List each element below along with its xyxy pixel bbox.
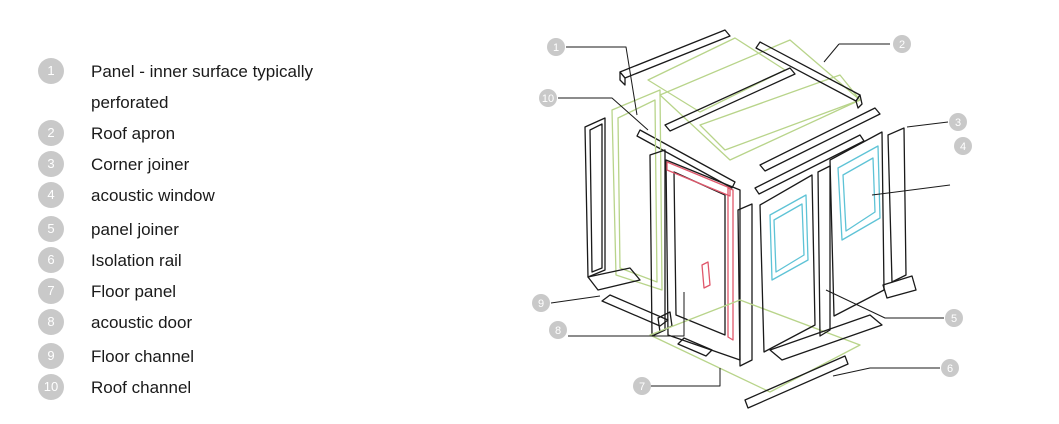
callout-1: 1 — [547, 38, 565, 56]
right-window-panels — [759, 127, 917, 353]
svg-text:3: 3 — [955, 117, 961, 129]
legend-number: 3 — [38, 151, 64, 177]
legend-item-10: 10 Roof channel — [38, 374, 351, 403]
legend-number: 7 — [38, 278, 64, 304]
svg-text:7: 7 — [639, 381, 645, 393]
isolation-rails — [744, 314, 883, 409]
legend-label: acoustic door — [91, 313, 193, 332]
legend-label: Isolation rail — [91, 251, 182, 270]
legend-label: Panel - inner surface typically perforat… — [91, 62, 314, 112]
svg-text:6: 6 — [947, 363, 953, 375]
legend-item-9: 9 Floor channel — [38, 343, 351, 372]
callout-lines — [550, 43, 951, 387]
svg-text:1: 1 — [553, 42, 559, 54]
legend-number: 6 — [38, 247, 64, 273]
legend-label: acoustic window — [91, 186, 215, 205]
roof-apron-rails — [619, 29, 881, 195]
callout-7: 7 — [633, 377, 651, 395]
legend-number: 1 — [38, 58, 64, 84]
door-panel — [649, 149, 753, 367]
legend-number: 9 — [38, 343, 64, 369]
left-corner-joiner — [584, 117, 641, 291]
legend-item-3: 3 Corner joiner — [38, 151, 351, 180]
callout-3: 3 — [949, 113, 967, 131]
legend-label: Corner joiner — [91, 155, 190, 174]
svg-text:8: 8 — [555, 325, 561, 337]
legend-item-7: 7 Floor panel — [38, 278, 351, 307]
callout-4: 4 — [954, 137, 972, 155]
svg-text:9: 9 — [538, 298, 544, 310]
svg-text:10: 10 — [542, 93, 554, 105]
legend-number: 2 — [38, 120, 64, 146]
legend-number: 8 — [38, 309, 64, 335]
legend-item-6: 6 Isolation rail — [38, 247, 351, 276]
legend-label: Floor channel — [91, 347, 195, 366]
callout-6: 6 — [941, 359, 959, 377]
svg-text:5: 5 — [951, 313, 957, 325]
svg-text:2: 2 — [899, 39, 905, 51]
legend-label: Roof channel — [91, 378, 192, 397]
svg-text:4: 4 — [960, 141, 966, 153]
legend-number: 10 — [38, 374, 64, 400]
floor-panel — [649, 299, 861, 393]
legend-number: 5 — [38, 216, 64, 242]
callout-9: 9 — [532, 294, 550, 312]
legend-item-1: 1 Panel - inner surface typically perfor… — [38, 58, 351, 118]
legend-label: panel joiner — [91, 220, 179, 239]
legend-number: 4 — [38, 182, 64, 208]
legend-item-8: 8 acoustic door — [38, 309, 351, 338]
callout-8: 8 — [549, 321, 567, 339]
floor-channels — [601, 294, 713, 357]
legend-label: Floor panel — [91, 282, 177, 301]
callout-10: 10 — [539, 89, 557, 107]
legend-item-4: 4 acoustic window — [38, 182, 351, 211]
legend-item-5: 5 panel joiner — [38, 216, 351, 245]
legend-label: Roof apron — [91, 124, 176, 143]
left-panel — [611, 89, 663, 291]
callout-5: 5 — [945, 309, 963, 327]
callout-2: 2 — [893, 35, 911, 53]
legend-item-2: 2 Roof apron — [38, 120, 351, 149]
